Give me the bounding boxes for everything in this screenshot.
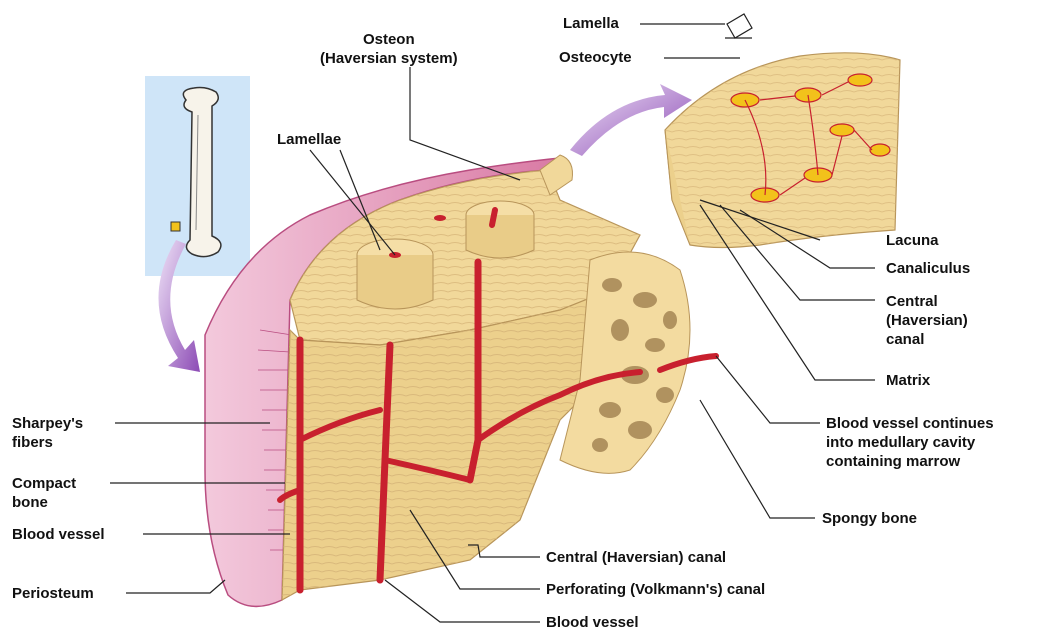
label-central-canal-bottom: Central (Haversian) canal <box>546 548 726 567</box>
label-lacuna: Lacuna <box>886 231 939 250</box>
label-blood-vessel-left: Blood vessel <box>12 525 105 544</box>
label-lamella: Lamella <box>563 14 619 33</box>
label-canaliculus: Canaliculus <box>886 259 970 278</box>
label-spongy-bone: Spongy bone <box>822 509 917 528</box>
label-compact-bone: Compact bone <box>12 474 76 512</box>
label-perforating-canal: Perforating (Volkmann's) canal <box>546 580 765 599</box>
label-matrix: Matrix <box>886 371 930 390</box>
label-sharpeys-fibers: Sharpey's fibers <box>12 414 83 452</box>
lamella-wedge-detail <box>665 14 900 248</box>
label-lamellae: Lamellae <box>277 130 341 149</box>
label-periosteum: Periosteum <box>12 584 94 603</box>
compact-bone-block <box>282 170 690 600</box>
label-osteocyte: Osteocyte <box>559 48 632 67</box>
label-blood-vessel-bottom: Blood vessel <box>546 613 639 632</box>
label-central-canal-right: Central (Haversian) canal <box>886 292 968 349</box>
label-osteon: Osteon (Haversian system) <box>320 30 458 68</box>
label-blood-vessel-continues: Blood vessel continues into medullary ca… <box>826 414 994 471</box>
long-bone-inset <box>145 76 250 276</box>
